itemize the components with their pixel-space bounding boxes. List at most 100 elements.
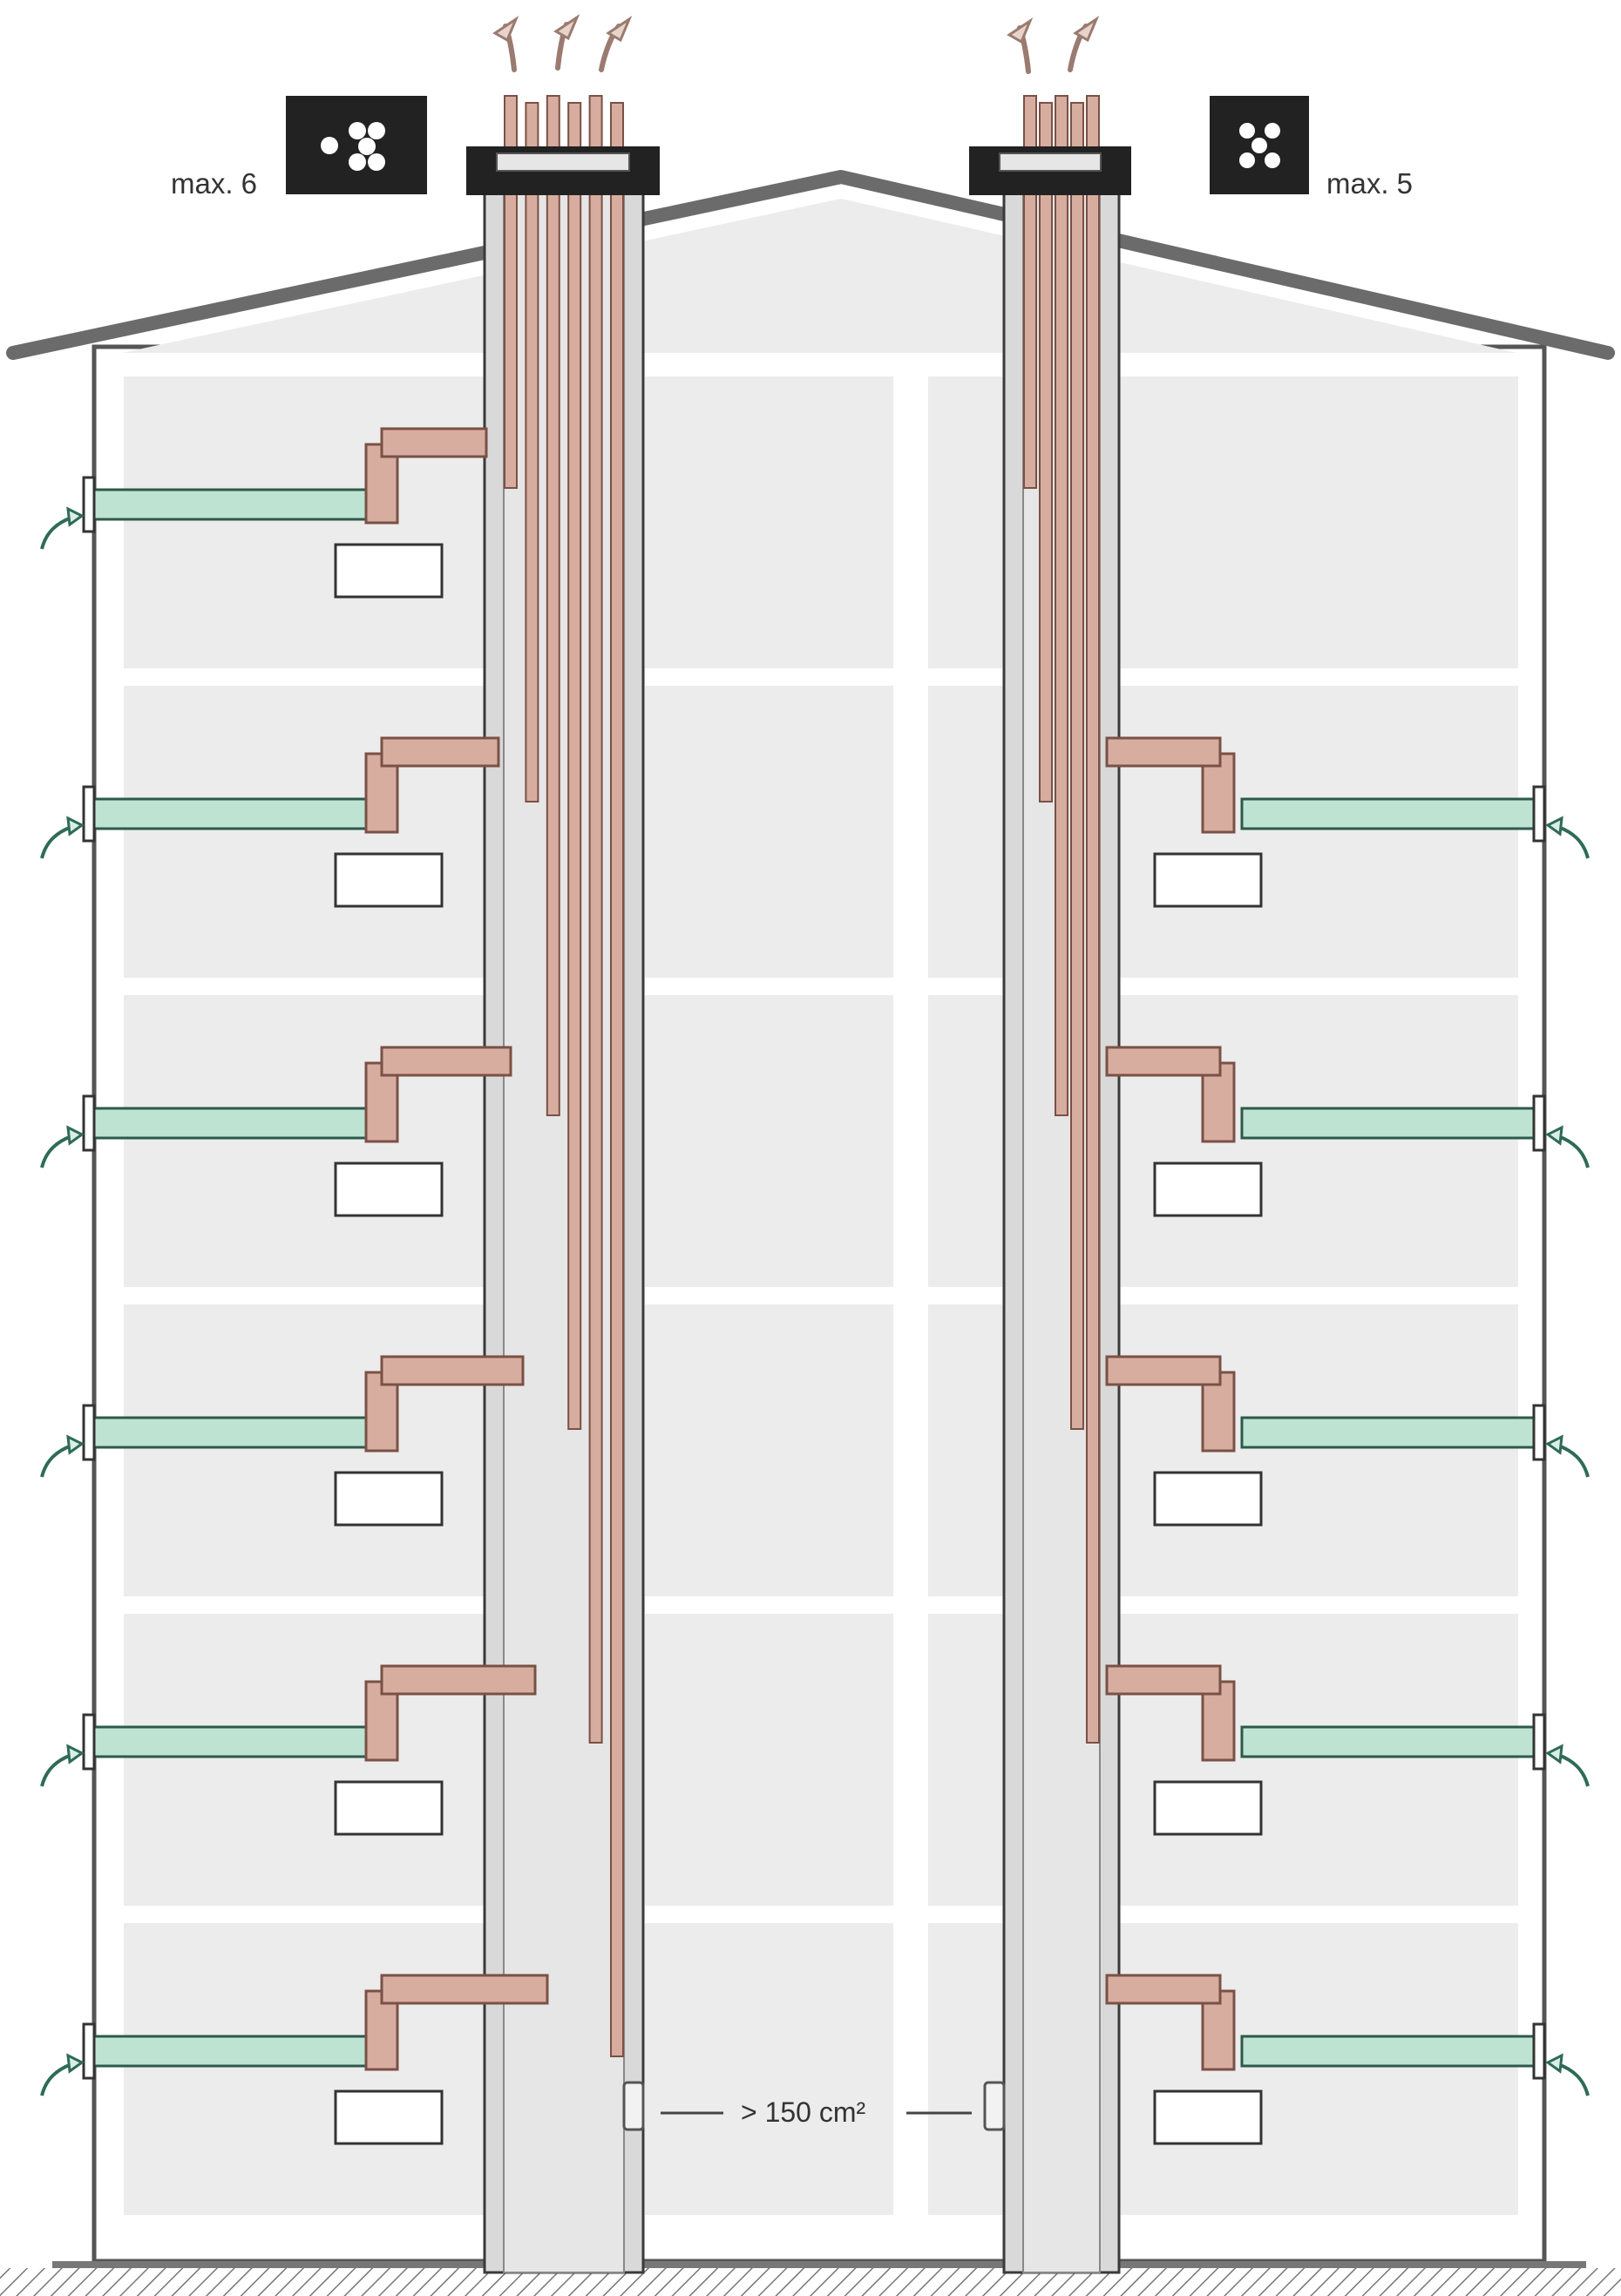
floor-wall-panel bbox=[645, 995, 893, 1287]
floor-unit-right bbox=[1105, 1664, 1590, 1836]
intake-arrow-icon bbox=[66, 1125, 85, 1146]
air-intake-pipe bbox=[85, 488, 368, 521]
intake-arrow-icon bbox=[1557, 2062, 1590, 2096]
flue-riser-pipe bbox=[588, 95, 603, 1744]
floor-wall-panel bbox=[928, 376, 1007, 668]
chimney-inner-shaft bbox=[503, 182, 625, 2273]
flue-riser-pipe bbox=[1039, 102, 1053, 803]
air-intake-pipe bbox=[85, 1725, 368, 1758]
cap-collar bbox=[999, 152, 1102, 172]
boiler-unit bbox=[1153, 852, 1263, 908]
floor-wall-panel bbox=[928, 1614, 1007, 1906]
boiler-unit bbox=[1153, 1162, 1263, 1217]
boiler-unit bbox=[334, 543, 444, 599]
boiler-unit bbox=[334, 852, 444, 908]
floor-wall-panel bbox=[1117, 376, 1518, 668]
chimney-stacks bbox=[483, 95, 1121, 2274]
wall-terminal bbox=[1532, 1404, 1546, 1461]
wall-terminal bbox=[82, 1094, 96, 1152]
chimney-stack-left bbox=[483, 95, 645, 2274]
exhaust-arrow-icon bbox=[1007, 17, 1034, 44]
intake-arrow-icon bbox=[1545, 1744, 1563, 1764]
floor-unit-right bbox=[1105, 1974, 1590, 2145]
building bbox=[0, 170, 1621, 2296]
flue-connector-pipe bbox=[380, 1355, 525, 1386]
floor-wall-panel bbox=[645, 1304, 893, 1596]
floor-unit-right bbox=[1105, 1046, 1590, 1217]
floor-wall-panel bbox=[1117, 1923, 1518, 2215]
floor-wall-panel bbox=[645, 1923, 893, 2215]
floor-wall-panel bbox=[645, 686, 893, 978]
intake-arrow-icon bbox=[40, 1134, 72, 1168]
floor-wall-panel bbox=[124, 1614, 485, 1906]
flue-connector-pipe bbox=[380, 1974, 549, 2005]
air-intake-pipe bbox=[1240, 797, 1540, 830]
flue-pattern-icon-right bbox=[1210, 96, 1309, 194]
floor-unit-left bbox=[40, 427, 488, 599]
boiler-unit bbox=[334, 1471, 444, 1527]
wall-terminal bbox=[82, 1404, 96, 1461]
flue-riser-pipe bbox=[610, 102, 624, 2057]
floor-wall-panel bbox=[645, 1614, 893, 1906]
flue-connector-pipe bbox=[1105, 1355, 1222, 1386]
flue-riser-pipe bbox=[525, 102, 539, 803]
roof-cap bbox=[466, 146, 660, 195]
wall-terminal bbox=[1532, 2022, 1546, 2080]
roof-caps bbox=[466, 14, 1131, 195]
air-intake-pipe bbox=[85, 1107, 368, 1140]
vent-area-label: > 150 cm² bbox=[741, 2096, 866, 2128]
intake-arrow-icon bbox=[1557, 825, 1590, 859]
intake-arrow-icon bbox=[66, 1434, 85, 1455]
flue-riser-pipe bbox=[567, 102, 582, 1430]
flue-connector-pipe bbox=[1105, 1046, 1222, 1077]
floor-wall-panel bbox=[1117, 995, 1518, 1287]
floor-unit-left bbox=[40, 1974, 549, 2145]
vent-grille-icon bbox=[622, 2081, 645, 2131]
wall-terminal bbox=[1532, 1713, 1546, 1771]
intake-arrow-icon bbox=[66, 506, 85, 527]
vent-callout: > 150 cm² bbox=[622, 2081, 1006, 2131]
intake-arrow-icon bbox=[1545, 1125, 1563, 1146]
intake-arrow-icon bbox=[40, 825, 72, 859]
wall-terminal bbox=[1532, 785, 1546, 843]
floor-wall-panel bbox=[124, 1923, 485, 2215]
roof-cap bbox=[969, 146, 1131, 195]
cap-collar bbox=[496, 152, 630, 172]
floor-unit-left bbox=[40, 1355, 525, 1527]
left-max-label: max. 6 bbox=[171, 167, 257, 200]
floor-unit-left bbox=[40, 736, 500, 908]
flue-connector-pipe bbox=[380, 736, 500, 768]
flue-connector-pipe bbox=[380, 1664, 537, 1696]
floor-wall-panel bbox=[124, 376, 485, 668]
floor-wall-panel bbox=[1117, 1614, 1518, 1906]
boiler-unit bbox=[334, 1162, 444, 1217]
exhaust-arrow-icon bbox=[553, 14, 580, 41]
intake-arrow-icon bbox=[66, 1744, 85, 1764]
flue-connector-pipe bbox=[1105, 1974, 1222, 2005]
air-intake-pipe bbox=[1240, 1107, 1540, 1140]
floor-wall-panel bbox=[124, 995, 485, 1287]
floor-unit-left bbox=[40, 1664, 537, 1836]
boiler-unit bbox=[334, 2089, 444, 2145]
air-intake-pipe bbox=[1240, 1416, 1540, 1449]
floor-wall-panel bbox=[1117, 1304, 1518, 1596]
floor-wall-panel bbox=[645, 376, 893, 668]
intake-arrow-icon bbox=[1557, 1753, 1590, 1787]
floor-wall-panel bbox=[928, 1304, 1007, 1596]
vent-grille-icon bbox=[983, 2081, 1006, 2131]
intake-arrow-icon bbox=[40, 1444, 72, 1478]
wall-terminal bbox=[82, 785, 96, 843]
boiler-unit bbox=[334, 1780, 444, 1836]
intake-arrow-icon bbox=[1557, 1134, 1590, 1168]
right-max-label: max. 5 bbox=[1326, 167, 1413, 200]
intake-arrow-icon bbox=[1545, 1434, 1563, 1455]
attic-gable bbox=[122, 199, 1516, 353]
wall-terminal bbox=[82, 476, 96, 533]
air-intake-pipe bbox=[1240, 2035, 1540, 2068]
intake-arrow-icon bbox=[40, 2062, 72, 2096]
air-intake-pipe bbox=[85, 2035, 368, 2068]
exhaust-arrow-icon bbox=[492, 16, 519, 43]
chimney-stack-right bbox=[1002, 95, 1121, 2274]
flue-riser-pipe bbox=[1086, 95, 1100, 1744]
